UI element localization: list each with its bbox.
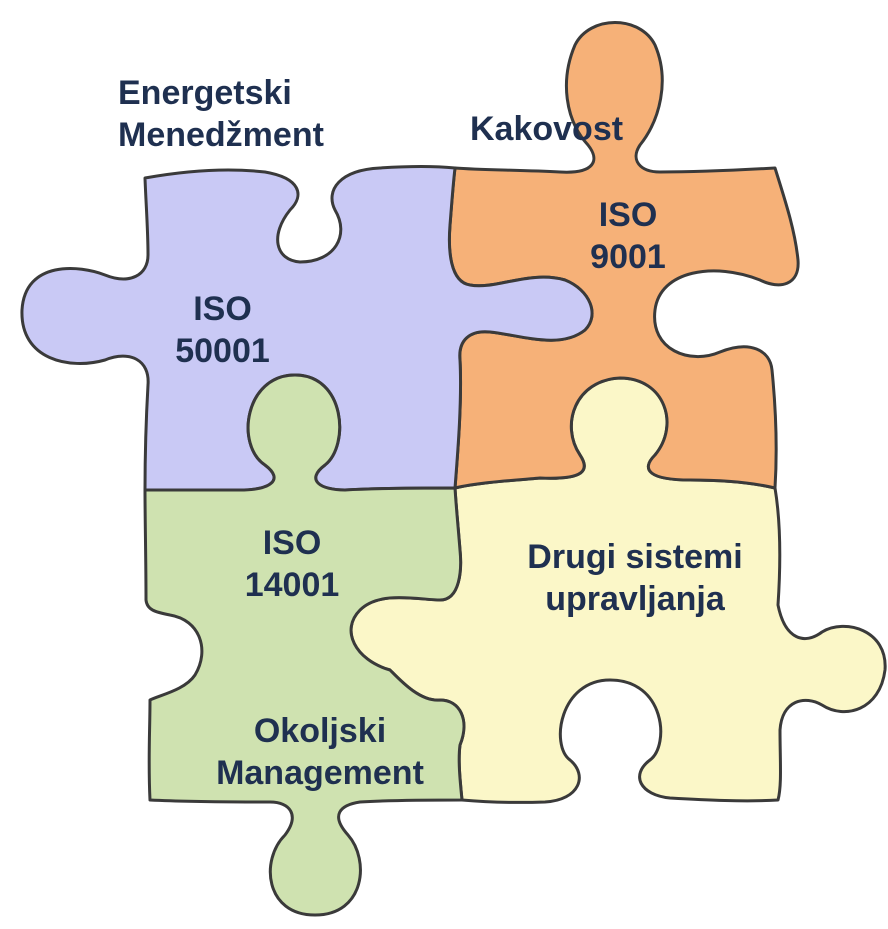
energy-standard-line-2: 50001 bbox=[175, 332, 270, 370]
quality-standard-line-2: 9001 bbox=[590, 238, 666, 276]
energy-standard-label: ISO 50001 bbox=[165, 288, 280, 372]
energy-title-label: Energetski Menedžment bbox=[118, 72, 324, 156]
quality-title-line-1: Kakovost bbox=[470, 110, 624, 148]
environment-standard-line-1: ISO bbox=[262, 524, 322, 562]
energy-title-line-2: Menedžment bbox=[118, 116, 324, 154]
quality-title-label: Kakovost bbox=[470, 108, 623, 150]
environment-title-label: Okoljski Management bbox=[190, 710, 450, 794]
energy-standard-line-1: ISO bbox=[193, 290, 252, 328]
puzzle-piece-environment bbox=[143, 373, 466, 917]
other-title-line-1: Drugi sistemi bbox=[527, 538, 743, 576]
energy-title-line-1: Energetski bbox=[118, 74, 292, 112]
environment-standard-label: ISO 14001 bbox=[232, 522, 352, 606]
quality-standard-label: ISO 9001 bbox=[583, 194, 673, 278]
other-title-label: Drugi sistemi upravljanja bbox=[495, 536, 775, 620]
quality-standard-line-1: ISO bbox=[598, 196, 658, 234]
other-title-line-2: upravljanja bbox=[545, 580, 725, 618]
environment-standard-line-2: 14001 bbox=[244, 566, 340, 604]
environment-title-line-2: Management bbox=[216, 754, 424, 792]
environment-title-line-1: Okoljski bbox=[253, 712, 387, 750]
